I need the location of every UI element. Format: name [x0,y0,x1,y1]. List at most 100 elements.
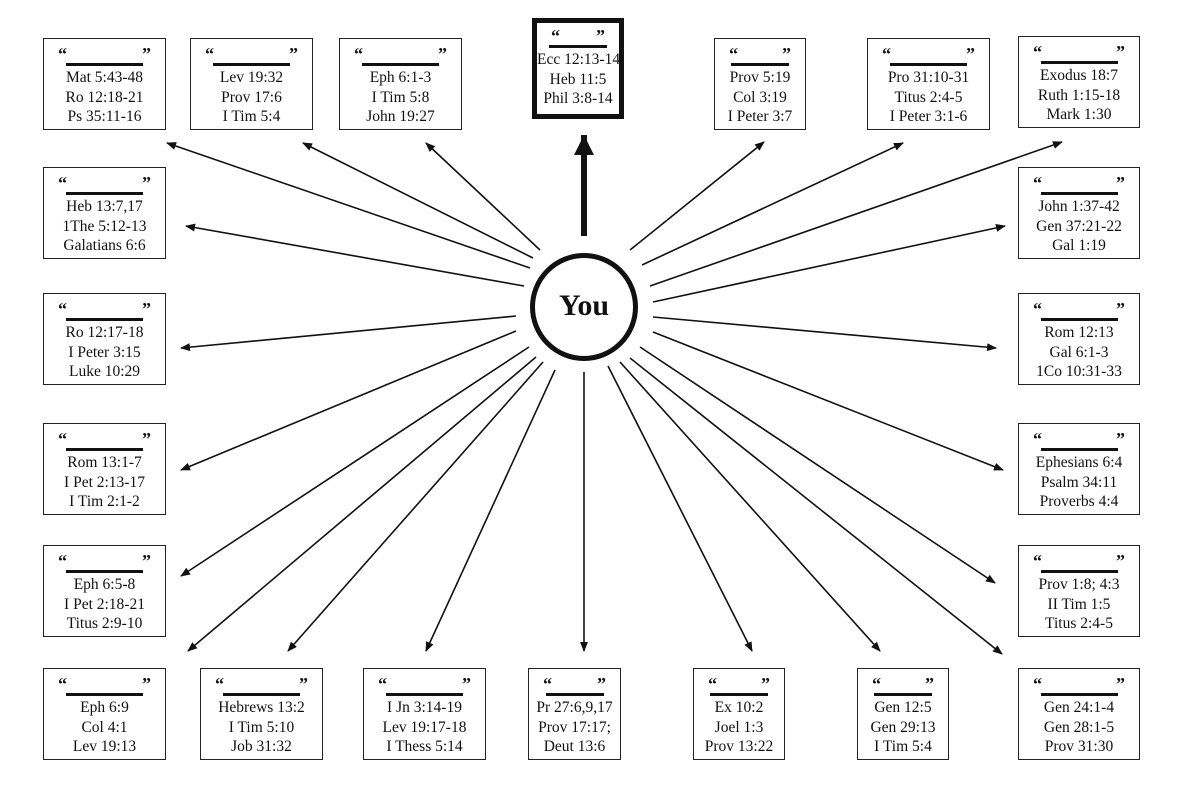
open-quote: “ [58,674,67,694]
open-quote: “ [1033,299,1042,319]
fill-in-blank-line [890,63,967,66]
fill-in-blank-line [66,570,143,573]
arrow-to-top-7 [649,141,1063,287]
verse-reference: Titus 2:4-5 [1045,615,1113,632]
arrow-to-right-3 [652,331,1004,471]
open-quote: “ [872,674,881,694]
close-quote: ” [438,44,447,64]
verse-reference: Prov 1:8; 4:3 [1038,576,1120,593]
verse-reference: Prov 31:30 [1044,738,1114,755]
close-quote: ” [142,173,151,193]
fill-in-blank-line [362,63,439,66]
verse-reference: Gal 6:1-3 [1049,343,1109,361]
fill-in-blank-line [874,693,932,696]
quote-marks: “” [694,673,784,693]
close-quote: ” [1116,299,1125,319]
verse-reference: Psalm 34:11 [1040,473,1118,491]
fill-in-blank-line [66,63,143,66]
verse-reference: Ro 12:18-21 [65,88,144,106]
fill-in-blank-line [1040,192,1118,195]
open-quote: “ [543,674,552,694]
fill-in-blank-line [213,63,290,66]
quote-marks: “” [364,673,485,693]
verse-reference: Col 4:1 [81,718,128,736]
verse-reference: I Pet 2:13-17 [64,473,145,491]
quote-marks: “” [529,673,620,693]
verse-reference: II Tim 1:5 [1047,595,1111,613]
arrow-to-bottom-1 [187,356,537,652]
verse-reference: I Tim 5:4 [874,738,932,755]
verse-reference: I Peter 3:1-6 [889,108,968,125]
fill-in-blank-line [731,63,789,66]
close-quote: ” [289,44,298,64]
verse-reference: Pr 27:6,9,17 [536,699,613,716]
verse-reference: Prov 5:19 [729,69,791,86]
verse-reference: Proverbs 4:4 [1039,493,1119,510]
close-quote: ” [462,674,471,694]
arrow-to-top-6 [641,142,904,266]
verse-reference: Gen 12:5 [874,699,932,716]
quote-marks: “” [44,43,165,63]
verse-reference: Prov 17:6 [221,88,282,106]
verse-reference: Gal 1:19 [1052,237,1106,254]
open-quote: “ [58,551,67,571]
verse-reference: Gen 28:1-5 [1043,718,1115,736]
open-quote: “ [1033,674,1042,694]
close-quote: ” [142,44,151,64]
quote-marks: “” [44,172,165,192]
verse-reference: I Tim 2:1-2 [69,493,140,510]
open-quote: “ [354,44,363,64]
quote-marks: “” [44,428,165,448]
verse-reference: Heb 13:7,17 [66,198,143,215]
open-quote: “ [58,299,67,319]
quote-marks: “” [201,673,322,693]
fill-in-blank-line [223,693,300,696]
arrow-to-right-2 [652,316,997,352]
close-quote: ” [142,674,151,694]
verse-reference: 1Co 10:31-33 [1036,363,1122,380]
arrow-to-top-2 [302,142,534,259]
fill-in-blank-line [549,45,607,48]
quote-marks: “” [44,298,165,318]
arrow-to-left-3 [180,330,517,471]
arrow-to-bottom-7 [629,357,1003,655]
verse-reference: Lev 19:13 [72,738,137,755]
quote-marks: “” [537,25,619,45]
verse-reference: Eph 6:5-8 [73,576,136,593]
open-quote: “ [58,429,67,449]
quote-marks: “” [1019,298,1139,318]
verse-reference: I Pet 2:18-21 [64,595,145,613]
verse-reference: I Tim 5:10 [228,718,295,736]
verse-reference: Exodus 18:7 [1040,67,1118,84]
fill-in-blank-line [386,693,463,696]
verse-reference: I Tim 5:8 [371,88,430,106]
quote-marks: “” [715,43,805,63]
verse-reference: Mat 5:43-48 [65,69,144,86]
verse-reference: Eph 6:9 [80,699,129,716]
verse-reference: Col 3:19 [733,88,787,106]
verse-reference: Lev 19:17-18 [382,718,467,736]
open-quote: “ [378,674,387,694]
verse-reference: I Tim 5:4 [222,108,281,125]
quote-marks: “” [1019,550,1139,570]
arrow-to-right-4 [639,346,996,584]
verse-reference: Ecc 12:13-14 [537,51,621,68]
verse-reference: Titus 2:9-10 [66,615,143,632]
open-quote: “ [729,44,738,64]
close-quote: ” [1116,173,1125,193]
quote-marks: “” [1019,673,1139,693]
arrow-to-bottom-3 [425,369,556,652]
verse-reference: Hebrews 13:2 [218,699,305,716]
quote-marks: “” [858,673,948,693]
